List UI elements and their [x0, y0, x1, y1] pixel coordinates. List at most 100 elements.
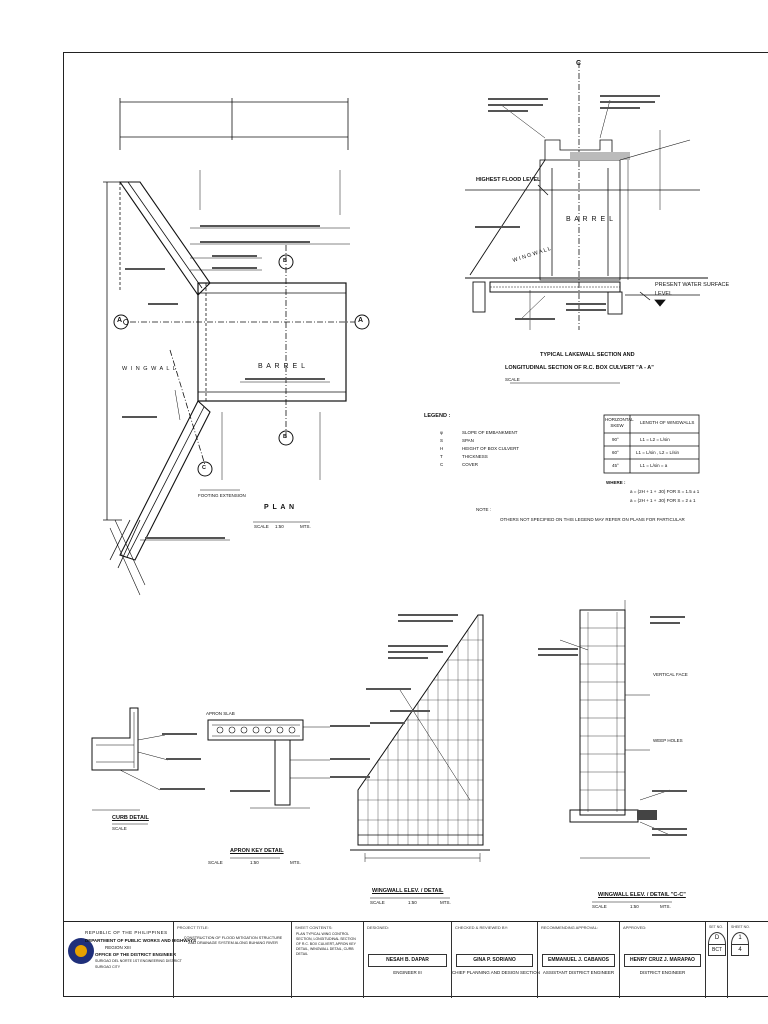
- checked-label: CHECKED & REVIEWED BY:: [455, 925, 509, 930]
- title-block: REPUBLIC OF THE PHILIPPINES DEPARTMENT O…: [63, 921, 768, 998]
- sheet-contents-cell: SHEET CONTENTS: PLAN TYPICAL WING CONTRO…: [291, 922, 363, 998]
- legend-sym: T: [440, 454, 443, 459]
- set-no-box: D BCT: [708, 932, 726, 956]
- sheet-no-cell: SHEET NO. 1 4: [727, 922, 768, 998]
- set-no-label: SET NO.: [709, 925, 723, 929]
- legend-desc: SLOPE OF EMBANKMENT: [462, 430, 518, 435]
- republic-label: REPUBLIC OF THE PHILIPPINES: [85, 930, 168, 935]
- approved-label: APPROVED:: [623, 925, 647, 930]
- recommending-cell: RECOMMENDING APPROVAL: EMMANUEL J. CABAN…: [537, 922, 619, 998]
- weep-holes-label: WEEP HOLES: [653, 738, 683, 743]
- note-text: OTHERS NOT SPECIFIED ON THIS LEGEND MAY …: [500, 517, 685, 522]
- level-label: LEVEL: [655, 291, 673, 297]
- recommending-name: EMMANUEL J. CABANOS: [542, 954, 615, 967]
- marker-c: C: [202, 465, 206, 471]
- highest-flood-level-label: HIGHEST FLOOD LEVEL: [476, 177, 541, 183]
- table-skew-1: 60°: [612, 450, 619, 455]
- legend-sym: S: [440, 438, 444, 443]
- designed-label: DESIGNED:: [367, 925, 390, 930]
- wingwall-elevation-view: [350, 614, 490, 862]
- section-barrel-label: B A R R E L: [566, 216, 614, 223]
- set-no-bottom: BCT: [709, 944, 725, 956]
- marker-b-top: B: [283, 258, 287, 264]
- designed-name: NESAH B. DAPAR: [368, 954, 447, 967]
- designed-cell: DESIGNED: NESAH B. DAPAR ENGINEER III: [363, 922, 451, 998]
- set-no-top: D: [714, 935, 720, 941]
- wingwall-scale-value: 1:50: [408, 900, 417, 905]
- legend-desc: SPAN: [462, 438, 474, 443]
- plan-barrel-label: B A R R E L: [258, 363, 306, 370]
- legend-sym: φ: [440, 430, 443, 435]
- agency-cell: REPUBLIC OF THE PHILIPPINES DEPARTMENT O…: [63, 922, 196, 998]
- checked-cell: CHECKED & REVIEWED BY: GINA P. SORIANO C…: [451, 922, 541, 998]
- where-label: WHERE :: [606, 480, 626, 485]
- legend-sym: C: [440, 462, 444, 467]
- approved-name: HENRY CRUZ J. MARAPAO: [624, 954, 701, 967]
- curb-detail-title: CURB DETAIL: [112, 815, 149, 821]
- plan-view: [103, 98, 370, 596]
- section-a-a-view: [465, 62, 708, 384]
- table-header-length: LENGTH OF WINGWALLS: [640, 420, 695, 425]
- apron-slab-label: APRON SLAB: [206, 711, 235, 716]
- legend-title: LEGEND :: [424, 413, 451, 419]
- city-label: SURIGAO CITY: [95, 965, 121, 969]
- vertical-face-label: VERTICAL FACE: [653, 672, 688, 677]
- present-water-surface-label: PRESENT WATER SURFACE: [655, 282, 730, 288]
- designed-role: ENGINEER III: [393, 970, 422, 975]
- legend-desc: THICKNESS: [462, 454, 488, 459]
- sheet-contents-label: SHEET CONTENTS:: [295, 925, 333, 930]
- where-line-1: a = (2H + 1 + .30) FOR S = 1.5 ± 1: [630, 489, 700, 494]
- apron-unit: MTS.: [290, 860, 301, 865]
- recommending-role: ASSISTANT DISTRICT ENGINEER: [542, 970, 615, 975]
- marker-a-right: A: [358, 317, 364, 324]
- marker-b-bottom: B: [283, 434, 287, 440]
- marker-a-left: A: [117, 317, 123, 324]
- department-label: DEPARTMENT OF PUBLIC WORKS AND HIGHWAYS: [85, 938, 197, 943]
- section-c-marker: C: [576, 60, 582, 67]
- checked-name: GINA P. SORIANO: [456, 954, 533, 967]
- apron-scale-value: 1:50: [250, 860, 259, 865]
- apron-scale: SCALE: [208, 860, 223, 865]
- wingwall-elev-title: WINGWALL ELEV. / DETAIL: [372, 888, 444, 894]
- footing-extension-label: FOOTING EXTENSION: [198, 493, 246, 498]
- table-header-skew: HORIZONTAL SKEW: [605, 417, 634, 428]
- legend-desc: HEIGHT OF BOX CULVERT: [462, 446, 520, 451]
- where-line-2: a = (2H + 1 + .30) FOR S = 2 ± 1: [630, 498, 696, 503]
- wingwall-unit: MTS.: [440, 900, 451, 905]
- project-title-label: PROJECT TITLE:: [177, 925, 209, 930]
- recommending-label: RECOMMENDING APPROVAL:: [541, 925, 599, 930]
- table-len-1: L1 = L/sin , L2 = L/sin: [636, 450, 680, 455]
- region-label: REGION XIII: [105, 945, 131, 950]
- legend-desc: COVER: [462, 462, 479, 467]
- wingwall-length-table: [603, 414, 700, 474]
- curb-scale: SCALE: [112, 826, 127, 831]
- table-len-0: L1 = L2 = L/sin: [640, 437, 670, 442]
- sheet-no-bottom: 4: [732, 944, 748, 956]
- table-skew-2: 45°: [612, 463, 619, 468]
- office-label: OFFICE OF THE DISTRICT ENGINEER: [95, 952, 177, 957]
- drawing-sheet-border: [63, 52, 768, 997]
- table-skew-0: 90°: [612, 437, 619, 442]
- wingwall-cc-scale: SCALE: [592, 904, 607, 909]
- project-title-text: CONSTRUCTION OF FLOOD MITIGATION STRUCTU…: [183, 936, 283, 945]
- set-no-cell: SET NO. D BCT: [705, 922, 727, 998]
- apron-key-detail-view: [207, 719, 330, 809]
- wingwall-cc-title: WINGWALL ELEV. / DETAIL "C-C": [598, 892, 686, 898]
- wingwall-cc-scale-value: 1:50: [630, 904, 639, 909]
- sheet-no-box: 1 4: [731, 932, 749, 956]
- dpwh-seal-icon: [68, 938, 94, 964]
- plan-wing-wall-label: W I N G W A L L: [122, 366, 177, 372]
- wingwall-cc-unit: MTS.: [660, 904, 671, 909]
- plan-unit: MTS.: [300, 524, 311, 529]
- legend-sym: H: [440, 446, 444, 451]
- section-aa-title-line2: LONGITUDINAL SECTION OF R.C. BOX CULVERT…: [505, 365, 654, 371]
- sheet-no-label: SHEET NO.: [731, 925, 750, 929]
- note-label: NOTE :: [476, 507, 492, 512]
- checked-role: CHIEF PLANNING AND DESIGN SECTION: [452, 970, 541, 975]
- sheet-contents-text: PLAN TYPICAL WING CONTROL SECTION, LONGI…: [296, 932, 356, 956]
- plan-scale: SCALE: [254, 524, 269, 529]
- wingwall-scale: SCALE: [370, 900, 385, 905]
- sheet-no-top: 1: [738, 935, 742, 941]
- plan-title: P L A N: [264, 504, 296, 511]
